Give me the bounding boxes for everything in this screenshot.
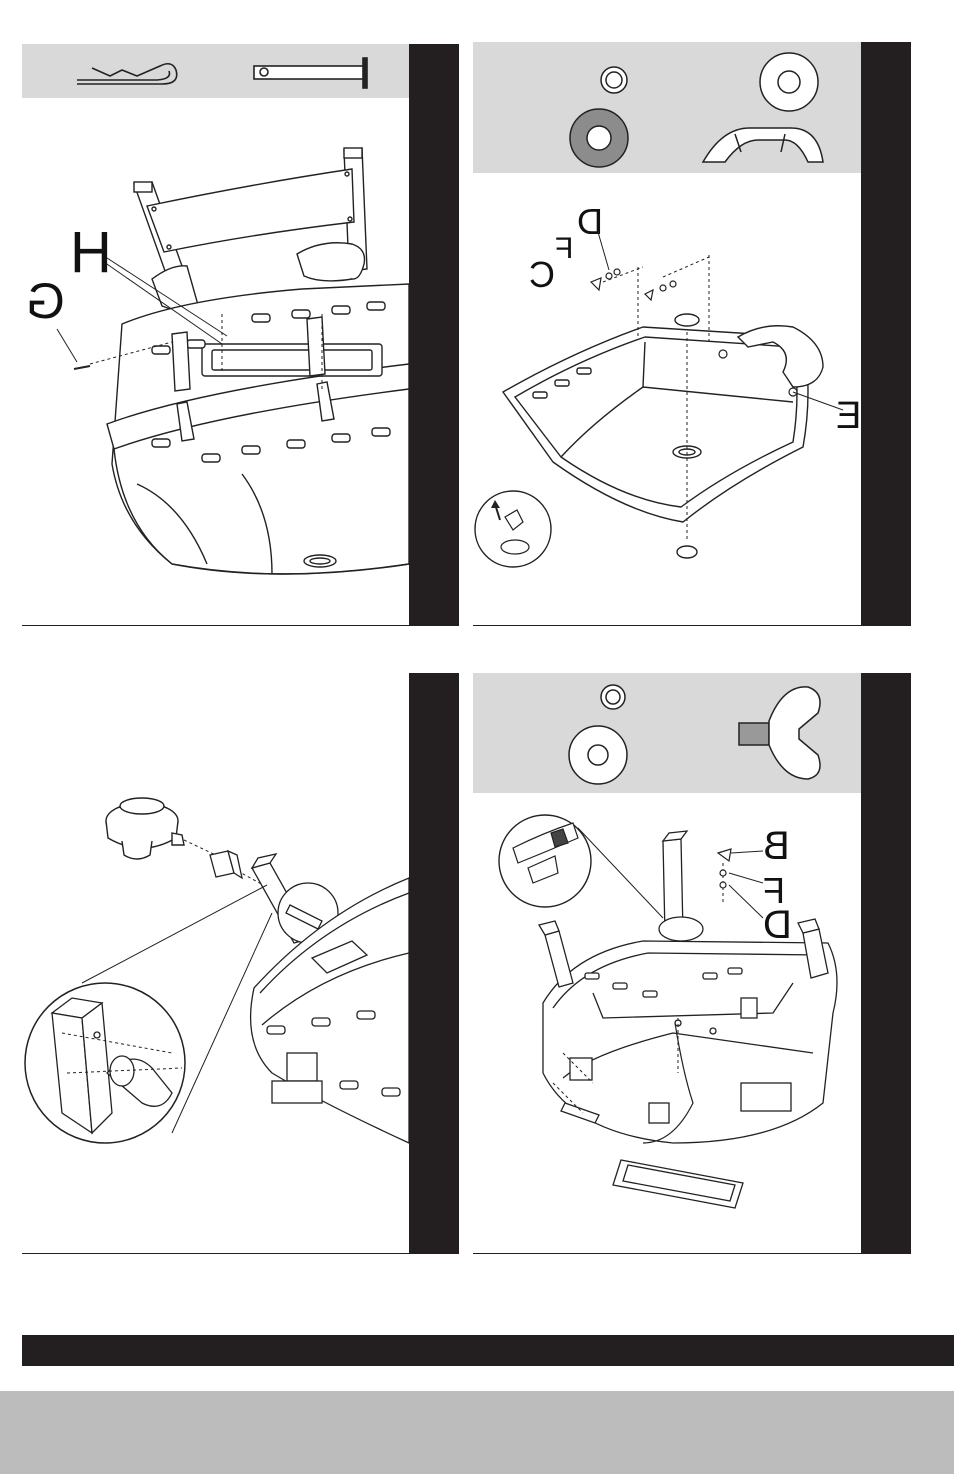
legs-assembly-illustration [473,673,911,1254]
callout-b: B [763,826,790,866]
regulator-icon [106,798,184,859]
callout-e: E [836,397,861,435]
flat-washer-icon [569,726,627,784]
flat-washer-icon [760,53,818,111]
callout-f: F [555,234,573,264]
step-panel-4: B F D [473,673,911,1254]
callout-c: C [529,257,555,293]
lock-washer-icon [601,685,625,709]
regulator-illustration [22,673,459,1254]
step-panel-1: G H [22,44,459,626]
callout-d: D [577,204,603,240]
callout-h: H [70,224,112,282]
side-handle-icon [703,128,823,162]
bottom-band [0,1391,954,1474]
footer-band [22,1335,954,1366]
hair-pin-icon [77,64,177,84]
clevis-pin-icon [254,58,367,88]
handle-assembly-illustration [22,44,459,626]
step-panel-2: D F C E [473,42,911,626]
callout-d: D [763,905,792,945]
wing-nut-icon [739,687,820,779]
lock-washer-icon [601,67,627,93]
rubber-washer-icon [570,109,628,167]
step-panel-3 [22,673,459,1254]
callout-g: G [26,276,65,326]
tray-assembly-illustration [473,42,911,626]
